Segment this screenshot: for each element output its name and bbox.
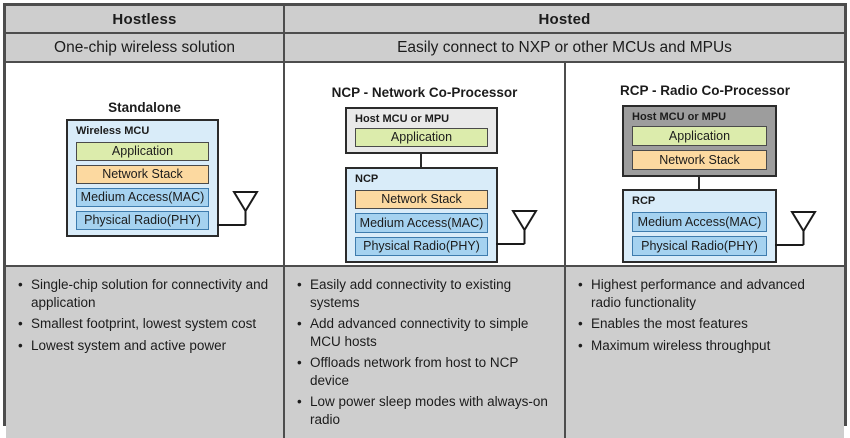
hostless-header: Hostless	[112, 10, 177, 28]
hostless-subheader-cell: One-chip wireless solution	[6, 34, 285, 63]
host-mcu-label: Host MCU or MPU	[632, 111, 727, 123]
comparison-table: Hostless Hosted One-chip wireless soluti…	[3, 3, 847, 438]
host-to-rcp-connector	[698, 177, 700, 189]
list-item: Easily add connectivity to existing syst…	[295, 276, 556, 311]
antenna-icon	[217, 191, 259, 226]
network-stack-layer: Network Stack	[76, 165, 209, 184]
hosted-subheader: Easily connect to NXP or other MCUs and …	[397, 38, 732, 56]
hostless-subheader: One-chip wireless solution	[54, 38, 235, 56]
list-item: Single-chip solution for connectivity an…	[16, 276, 275, 311]
list-item: Smallest footprint, lowest system cost	[16, 315, 275, 333]
application-layer: Application	[76, 142, 209, 161]
wireless-mcu-box: Wireless MCU Application Network Stack M…	[66, 119, 219, 237]
list-item: Lowest system and active power	[16, 337, 275, 355]
rcp-host-box: Host MCU or MPU Application Network Stac…	[622, 105, 777, 177]
mac-layer: Medium Access(MAC)	[76, 188, 209, 207]
list-item: Low power sleep modes with always-on rad…	[295, 393, 556, 428]
list-item: Highest performance and advanced radio f…	[576, 276, 836, 311]
host-mcu-label: Host MCU or MPU	[355, 113, 450, 125]
ncp-bullets-cell: Easily add connectivity to existing syst…	[285, 267, 566, 438]
standalone-diagram-cell: Standalone Wireless MCU Application Netw…	[6, 63, 285, 267]
ncp-bullet-list: Easily add connectivity to existing syst…	[295, 276, 556, 428]
rcp-diagram-cell: RCP - Radio Co-Processor Host MCU or MPU…	[566, 63, 844, 267]
standalone-title: Standalone	[108, 100, 181, 115]
ncp-title: NCP - Network Co-Processor	[331, 85, 518, 100]
wireless-mcu-label: Wireless MCU	[76, 125, 150, 137]
rcp-bullet-list: Highest performance and advanced radio f…	[576, 276, 836, 354]
hosted-subheader-cell: Easily connect to NXP or other MCUs and …	[285, 34, 844, 63]
mac-layer: Medium Access(MAC)	[355, 213, 488, 233]
phy-layer: Physical Radio(PHY)	[632, 236, 767, 256]
ncp-diagram-cell: NCP - Network Co-Processor Host MCU or M…	[285, 63, 566, 267]
rcp-label: RCP	[632, 195, 656, 207]
hostless-header-cell: Hostless	[6, 6, 285, 34]
ncp-host-box: Host MCU or MPU Application	[345, 107, 498, 154]
standalone-bullets-cell: Single-chip solution for connectivity an…	[6, 267, 285, 438]
rcp-box: RCP Medium Access(MAC) Physical Radio(PH…	[622, 189, 777, 263]
standalone-bullet-list: Single-chip solution for connectivity an…	[16, 276, 275, 354]
list-item: Maximum wireless throughput	[576, 337, 836, 355]
list-item: Add advanced connectivity to simple MCU …	[295, 315, 556, 350]
rcp-title: RCP - Radio Co-Processor	[619, 83, 791, 98]
hosted-header: Hosted	[538, 10, 591, 28]
list-item: Enables the most features	[576, 315, 836, 333]
list-item: Offloads network from host to NCP device	[295, 354, 556, 389]
ncp-box: NCP Network Stack Medium Access(MAC) Phy…	[345, 167, 498, 263]
network-stack-layer: Network Stack	[632, 150, 767, 170]
ncp-label: NCP	[355, 173, 379, 185]
mac-layer: Medium Access(MAC)	[632, 212, 767, 232]
host-to-ncp-connector	[420, 154, 422, 167]
antenna-icon	[496, 210, 538, 245]
application-layer: Application	[632, 126, 767, 146]
phy-layer: Physical Radio(PHY)	[355, 236, 488, 256]
phy-layer: Physical Radio(PHY)	[76, 211, 209, 230]
antenna-icon	[775, 211, 817, 246]
application-layer: Application	[355, 128, 488, 147]
rcp-bullets-cell: Highest performance and advanced radio f…	[566, 267, 844, 438]
network-stack-layer: Network Stack	[355, 190, 488, 210]
hosted-header-cell: Hosted	[285, 6, 844, 34]
